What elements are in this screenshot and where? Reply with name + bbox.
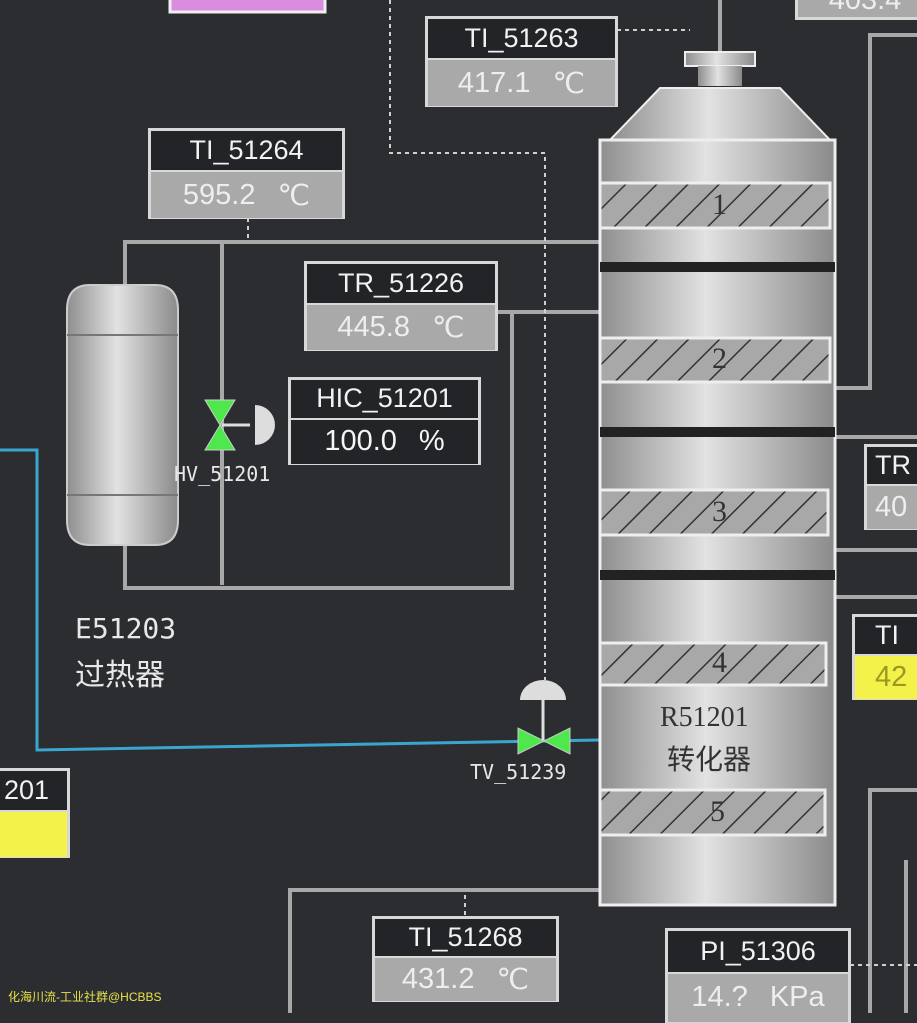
tag-value: 14.? xyxy=(691,981,748,1014)
bed-label-1: 1 xyxy=(712,188,727,221)
bed-label-4: 4 xyxy=(712,646,727,679)
tag-name: TR_51226 xyxy=(307,264,495,305)
tag-name: TI_51268 xyxy=(375,919,556,958)
bed-label-3: 3 xyxy=(712,495,727,528)
reactor-desc: 转化器 xyxy=(667,743,752,776)
tag-value: 42 xyxy=(875,660,908,693)
exchanger-id: E51203 xyxy=(75,612,177,645)
tag-value: 431.2 xyxy=(401,962,475,995)
partial-faceplate xyxy=(168,0,327,14)
tag-left-partial[interactable]: 201 xyxy=(0,768,70,858)
bed-label-2: 2 xyxy=(712,342,727,375)
hv-valve-icon xyxy=(204,399,275,451)
tag-name: TI_51263 xyxy=(428,19,615,61)
tag-pi-51306[interactable]: PI_51306 14.? KPa xyxy=(665,928,851,1023)
tag-name: TI_51264 xyxy=(151,131,342,173)
tv-valve-label[interactable]: TV_51239 xyxy=(470,760,567,784)
tag-hic-51201[interactable]: HIC_51201 100.0% xyxy=(288,377,481,465)
tag-ti-partial[interactable]: TI 42 xyxy=(852,614,917,700)
tag-value: 445.8 xyxy=(337,310,410,343)
tag-ti-51264[interactable]: TI_51264 595.2 ℃ xyxy=(148,128,345,219)
tag-value: 100.0 xyxy=(324,425,397,458)
exchanger-desc: 过热器 xyxy=(75,658,165,693)
tag-name: TI xyxy=(855,617,917,656)
tag-unit: ℃ xyxy=(277,179,311,212)
tag-unit: ℃ xyxy=(552,67,586,100)
tag-name: TR xyxy=(867,447,917,486)
tag-name: 201 xyxy=(0,771,67,812)
tag-value: 40 xyxy=(875,490,908,523)
tag-name: HIC_51201 xyxy=(291,380,478,420)
tag-value: 595.2 xyxy=(182,178,256,211)
tag-value xyxy=(0,811,67,857)
tag-name: PI_51306 xyxy=(668,931,848,974)
tag-ti-51263[interactable]: TI_51263 417.1 ℃ xyxy=(425,16,618,107)
exchanger-e51203 xyxy=(66,284,179,546)
tag-tr-partial[interactable]: TR 40 xyxy=(864,444,917,530)
tag-unit: ℃ xyxy=(432,311,465,344)
tag-ti-51268[interactable]: TI_51268 431.2 ℃ xyxy=(372,916,559,1002)
pipes xyxy=(123,0,917,1013)
tag-value: 403.4 xyxy=(798,0,917,17)
tag-top-partial[interactable]: 403.4 xyxy=(795,0,917,20)
tag-unit: % xyxy=(418,425,445,458)
tv-valve-icon xyxy=(517,680,571,755)
reactor-r51201 xyxy=(598,51,837,907)
tag-tr-51226[interactable]: TR_51226 445.8 ℃ xyxy=(304,261,498,351)
watermark: 化海川流-工业社群@HCBBS xyxy=(8,990,162,1004)
signal-lines xyxy=(247,0,917,966)
tag-unit: ℃ xyxy=(496,963,530,996)
bed-label-5: 5 xyxy=(710,795,725,828)
tag-value: 417.1 xyxy=(457,66,531,99)
cyan-pipe xyxy=(0,448,601,752)
hv-valve-label[interactable]: HV_51201 xyxy=(174,462,271,486)
reactor-id: R51201 xyxy=(660,702,749,733)
tag-unit: KPa xyxy=(769,981,825,1014)
